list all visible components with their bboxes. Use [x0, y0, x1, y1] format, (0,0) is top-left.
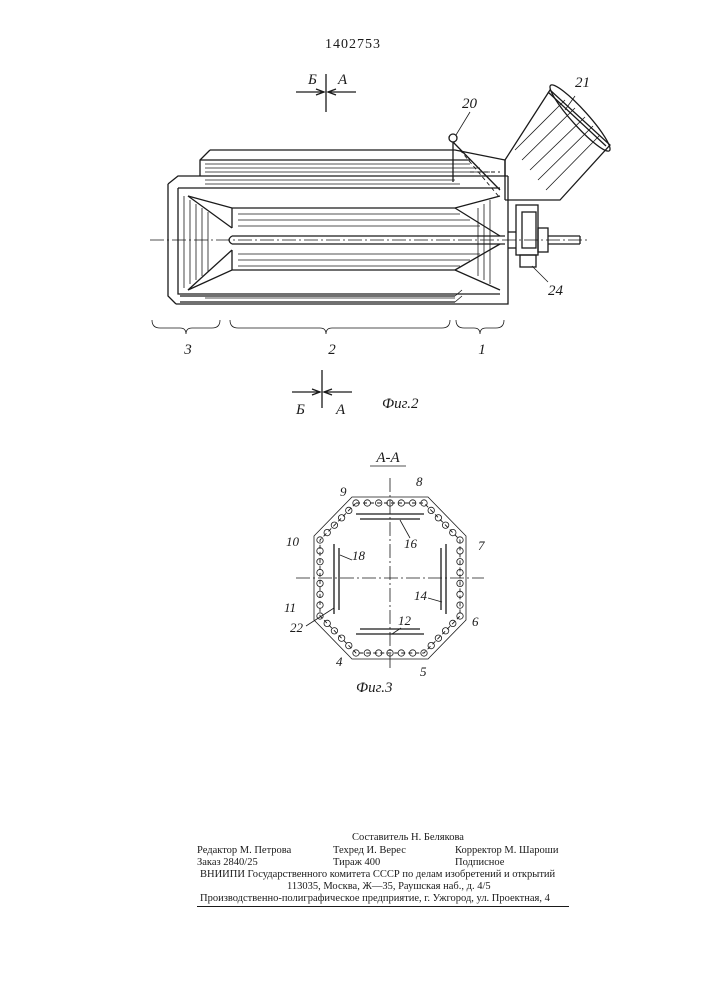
hopper-21 — [505, 80, 615, 200]
chain-roller — [450, 529, 456, 535]
callout-7: 7 — [478, 538, 485, 553]
imprint-institute: ВНИИПИ Государственного комитета СССР по… — [200, 869, 555, 881]
plate-14 — [441, 544, 446, 614]
plate-18 — [334, 544, 339, 614]
callout-22: 22 — [290, 620, 304, 635]
callout-14: 14 — [414, 588, 428, 603]
callout-4: 4 — [336, 654, 343, 669]
chain-roller — [324, 529, 330, 535]
section-mark-b-top: Б — [307, 72, 317, 88]
section-mark-b-bottom: Б — [295, 402, 305, 418]
imprint-compiler: Составитель Н. Белякова — [352, 832, 464, 844]
callout-6: 6 — [472, 614, 479, 629]
chain-roller — [435, 515, 441, 521]
chain-roller — [338, 515, 344, 521]
apparatus-body — [150, 150, 590, 304]
chain-roller — [457, 613, 463, 619]
imprint-circulation: Тираж 400 — [333, 857, 380, 869]
section-a-a-title: А-А — [375, 450, 400, 466]
callout-9: 9 — [340, 484, 347, 499]
leader-24 — [532, 266, 548, 282]
chain-roller — [338, 635, 344, 641]
callout-18: 18 — [352, 548, 366, 563]
leader-20 — [456, 112, 470, 135]
zone-braces: 3 2 1 — [152, 320, 504, 358]
zone-2: 2 — [328, 342, 336, 358]
callout-16: 16 — [404, 536, 418, 551]
imprint-address: 113035, Москва, Ж—35, Раушская наб., д. … — [287, 881, 491, 893]
figure-3: А-А 4 — [284, 450, 485, 696]
imprint-editor: Редактор М. Петрова — [197, 845, 291, 857]
patent-number: 1402753 — [325, 37, 381, 52]
section-mark-a-bottom: А — [335, 402, 346, 418]
chain-roller — [442, 628, 448, 634]
zone-1: 1 — [478, 342, 486, 358]
callout-24: 24 — [548, 283, 564, 299]
callout-12: 12 — [398, 613, 412, 628]
chain-roller — [428, 642, 434, 648]
section-mark-bottom: Б А — [292, 370, 352, 418]
callout-8: 8 — [416, 474, 423, 489]
imprint-rule — [197, 906, 569, 907]
drive-assembly-24 — [508, 205, 580, 267]
callout-21: 21 — [575, 75, 590, 91]
imprint-subscription: Подписное — [455, 857, 504, 869]
section-mark-top: Б А — [296, 72, 356, 112]
zone-3: 3 — [183, 342, 192, 358]
imprint-order: Заказ 2840/25 — [197, 857, 258, 869]
imprint-printer: Производственно-полиграфическое предприя… — [200, 893, 550, 905]
chain-roller — [324, 620, 330, 626]
fig2-caption: Фиг.2 — [382, 396, 419, 412]
imprint-techred: Техред И. Верес — [333, 845, 406, 857]
fig3-caption: Фиг.3 — [356, 680, 392, 696]
callout-20: 20 — [462, 96, 478, 112]
section-mark-a-top: А — [337, 72, 348, 88]
callout-10: 10 — [286, 534, 300, 549]
callout-5: 5 — [420, 664, 427, 679]
callout-11: 11 — [284, 600, 296, 615]
figure-2: Б А — [150, 72, 615, 418]
imprint-corrector: Корректор М. Шароши — [455, 845, 558, 857]
